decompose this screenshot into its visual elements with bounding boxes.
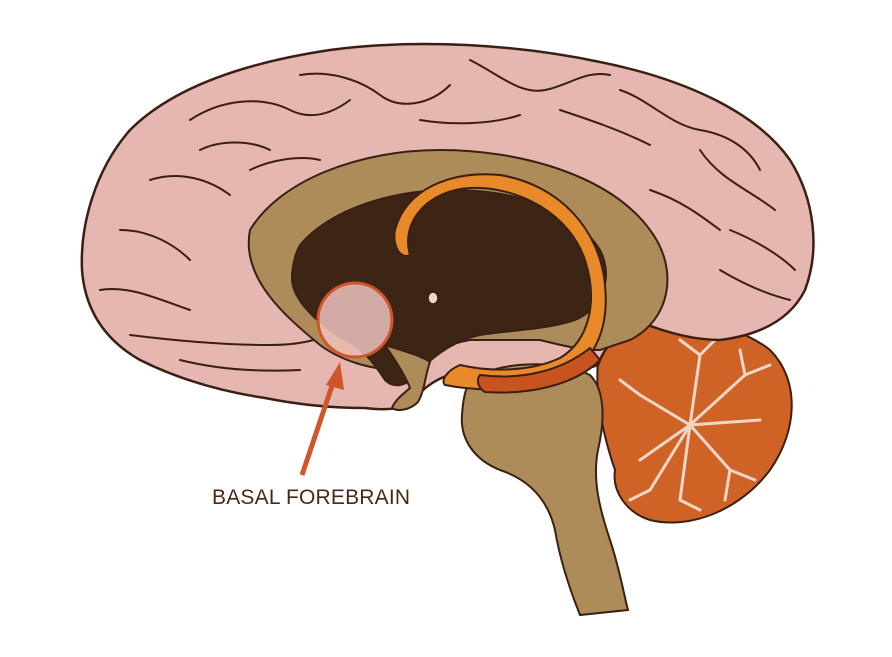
pointer-arrow	[299, 362, 344, 476]
fornix	[476, 346, 602, 394]
cerebellum	[596, 318, 793, 524]
basal-forebrain-highlight	[316, 281, 394, 359]
arbor-vitae	[618, 338, 772, 512]
anterior-commissure	[427, 291, 439, 305]
hypothalamus-stalk	[382, 343, 432, 411]
basal-forebrain-label: BASAL FOREBRAIN	[212, 486, 411, 509]
brainstem	[460, 363, 630, 617]
corpus-callosum	[393, 173, 607, 391]
gyri-lines	[99, 59, 796, 372]
